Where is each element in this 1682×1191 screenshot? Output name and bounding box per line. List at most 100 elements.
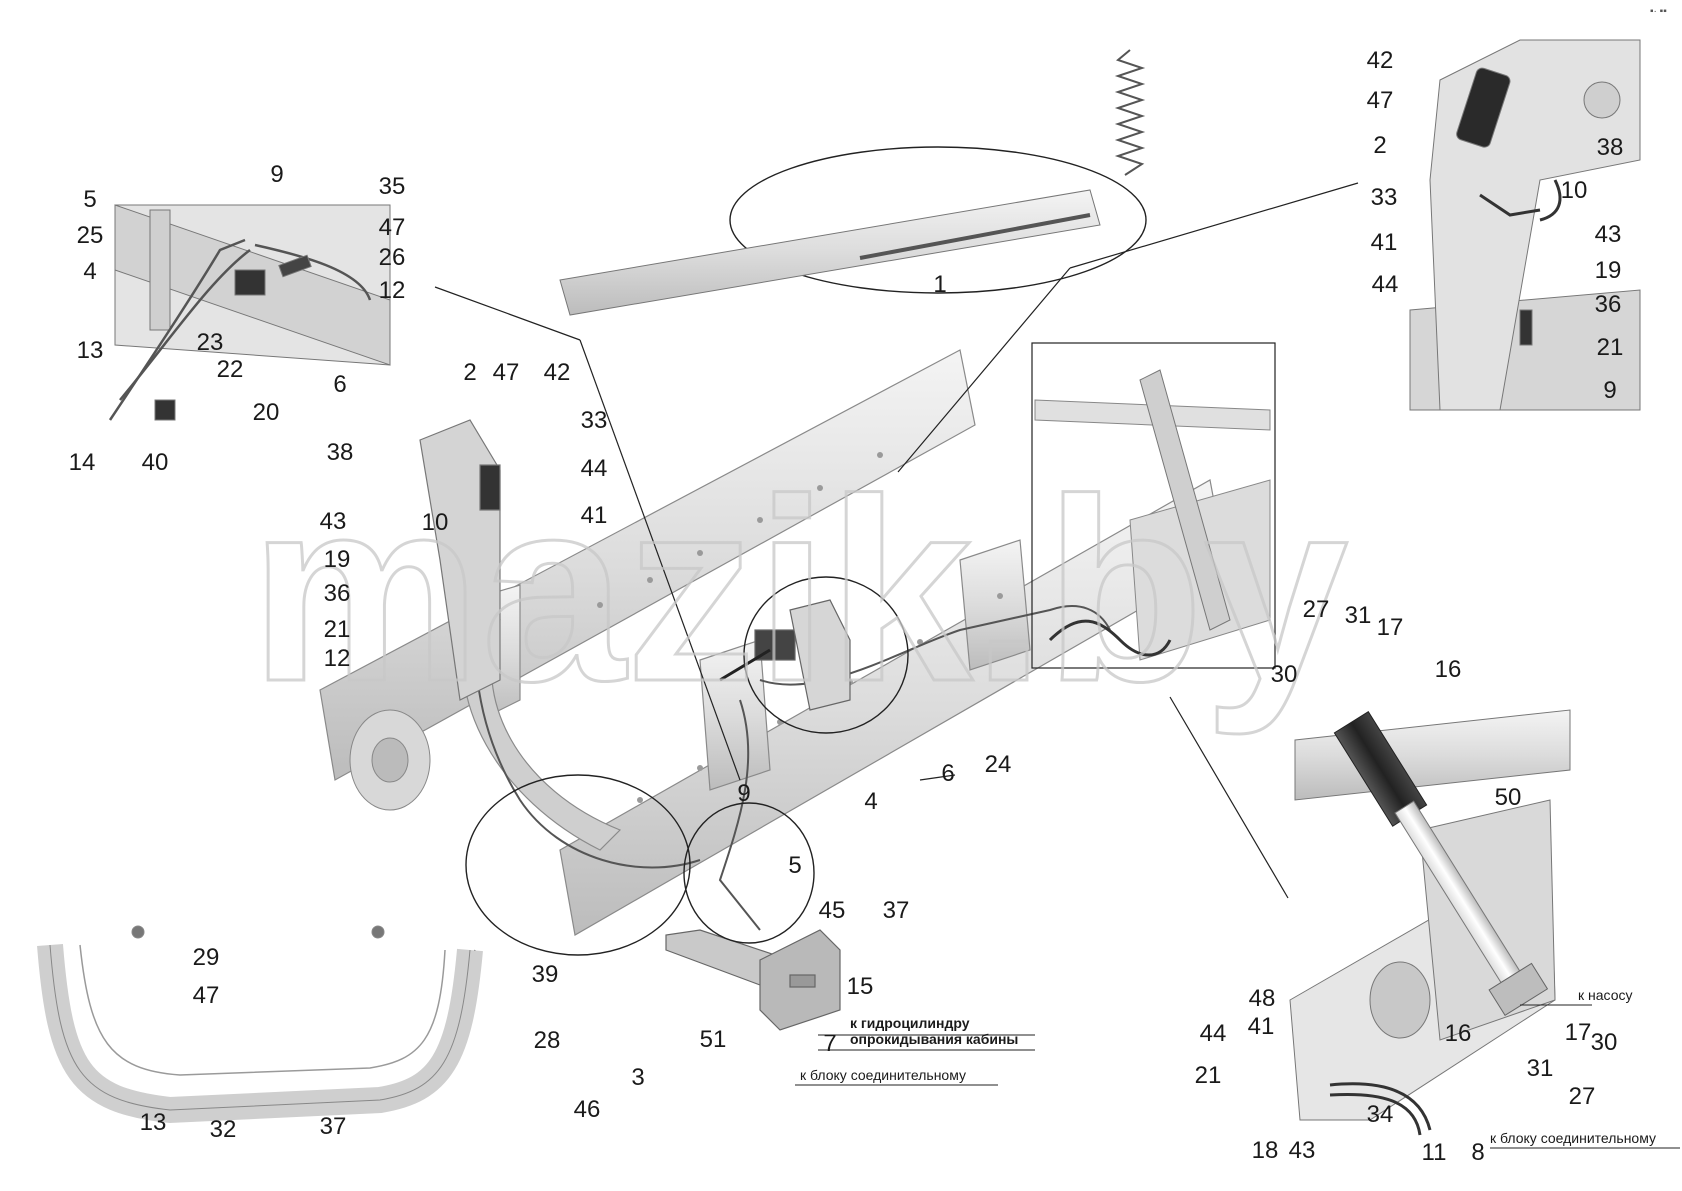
callout-label: 4 [83, 258, 96, 285]
callout-label: 11 [1422, 1139, 1447, 1166]
callout-label: 36 [1595, 291, 1622, 318]
callout-label: 34 [1367, 1101, 1394, 1128]
callout-label: 51 [700, 1026, 727, 1053]
callout-label: 33 [581, 407, 608, 434]
center-valve [719, 599, 851, 711]
callout-label: 38 [327, 439, 354, 466]
callout-label: 19 [324, 546, 351, 573]
callout-label: 30 [1271, 661, 1298, 688]
tilt-cylinder-detail [1289, 709, 1571, 1136]
callout-label: 14 [69, 449, 96, 476]
callout-label: 44 [1200, 1020, 1227, 1047]
callout-label: 13 [77, 337, 104, 364]
note-to-block-center: к блоку соединительному [800, 1067, 966, 1083]
note-to-cylinder-2: опрокидывания кабины [850, 1031, 1018, 1047]
callout-label: 5 [83, 186, 96, 213]
callout-label: 38 [1597, 134, 1624, 161]
callout-label: 42 [544, 359, 571, 386]
tilt-bracket [665, 929, 841, 1031]
callout-label: 31 [1345, 602, 1372, 629]
callout-label: 2 [463, 359, 476, 386]
corner-mark: ▪· ▪▪ [1650, 6, 1667, 17]
note-to-pump: к насосу [1578, 987, 1632, 1003]
callout-label: 19 [1595, 257, 1622, 284]
callout-label: 27 [1569, 1083, 1596, 1110]
callout-label: 47 [493, 359, 520, 386]
callout-label: 24 [985, 751, 1012, 778]
callout-label: 23 [197, 329, 224, 356]
callout-label: 47 [1367, 87, 1394, 114]
callout-label: 35 [379, 173, 406, 200]
callout-label: 47 [193, 982, 220, 1009]
note-to-cylinder-1: к гидроцилиндру [850, 1015, 970, 1031]
callout-label: 39 [532, 961, 559, 988]
callout-label: 6 [333, 371, 346, 398]
callout-label: 6 [941, 760, 954, 787]
callout-label: 44 [581, 455, 608, 482]
callout-label: 21 [1195, 1062, 1222, 1089]
callout-label: 26 [379, 244, 406, 271]
callout-label: 50 [1495, 784, 1522, 811]
note-to-block-right: к блоку соединительному [1490, 1130, 1656, 1146]
callout-label: 28 [534, 1027, 561, 1054]
callout-label: 9 [737, 780, 750, 807]
callout-label: 45 [819, 897, 846, 924]
callout-label: 48 [1249, 985, 1276, 1012]
inset-right-frame [1031, 342, 1276, 669]
callout-label: 41 [1248, 1013, 1275, 1040]
callout-label: 18 [1252, 1137, 1279, 1164]
callout-label: 20 [253, 399, 280, 426]
callout-label: 21 [1597, 334, 1624, 361]
callout-label: 3 [631, 1064, 644, 1091]
callout-label: 31 [1527, 1055, 1554, 1082]
callout-label: 16 [1445, 1020, 1472, 1047]
callout-label: 41 [1371, 229, 1398, 256]
callout-label: 13 [140, 1109, 167, 1136]
callout-label: 2 [1373, 132, 1386, 159]
callout-label: 17 [1377, 614, 1404, 641]
callout-label: 40 [142, 449, 169, 476]
callout-label: 16 [1435, 656, 1462, 683]
callout-label: 30 [1591, 1029, 1618, 1056]
callout-label: 43 [1595, 221, 1622, 248]
callout-label: 15 [847, 973, 874, 1000]
callout-label: 5 [788, 852, 801, 879]
callout-label: 21 [324, 616, 351, 643]
inset-top-left [108, 204, 391, 421]
callout-label: 44 [1372, 271, 1399, 298]
callout-label: 36 [324, 580, 351, 607]
callout-label: 43 [1289, 1137, 1316, 1164]
inset-top-right [1409, 39, 1641, 411]
callout-label: 27 [1303, 596, 1330, 623]
callout-label: 42 [1367, 47, 1394, 74]
callout-label: 22 [217, 356, 244, 383]
callout-label: 46 [574, 1096, 601, 1123]
callout-label: 12 [379, 277, 406, 304]
callout-label: 10 [422, 509, 449, 536]
spring-bracket [349, 709, 431, 811]
callout-label: 12 [324, 645, 351, 672]
callout-label: 29 [193, 944, 220, 971]
callout-label: 4 [864, 788, 877, 815]
callout-label: 33 [1371, 184, 1398, 211]
callout-label: 47 [379, 214, 406, 241]
callout-label: 17 [1565, 1019, 1592, 1046]
callout-label: 7 [823, 1030, 836, 1057]
watermark: mazik.by [250, 446, 1350, 737]
callout-label: 41 [581, 502, 608, 529]
callout-label: 1 [933, 271, 946, 298]
callout-label: 43 [320, 508, 347, 535]
detail-circles [465, 146, 1147, 956]
callout-label: 37 [883, 897, 910, 924]
u-pipe-detail [37, 925, 483, 1124]
callout-label: 32 [210, 1116, 237, 1143]
callout-label: 9 [270, 161, 283, 188]
callout-label: 9 [1603, 377, 1616, 404]
callout-label: 37 [320, 1113, 347, 1140]
left-valve-post [419, 419, 501, 701]
spring-detail [559, 49, 1146, 316]
callout-label: 10 [1561, 177, 1588, 204]
callout-label: 25 [77, 222, 104, 249]
